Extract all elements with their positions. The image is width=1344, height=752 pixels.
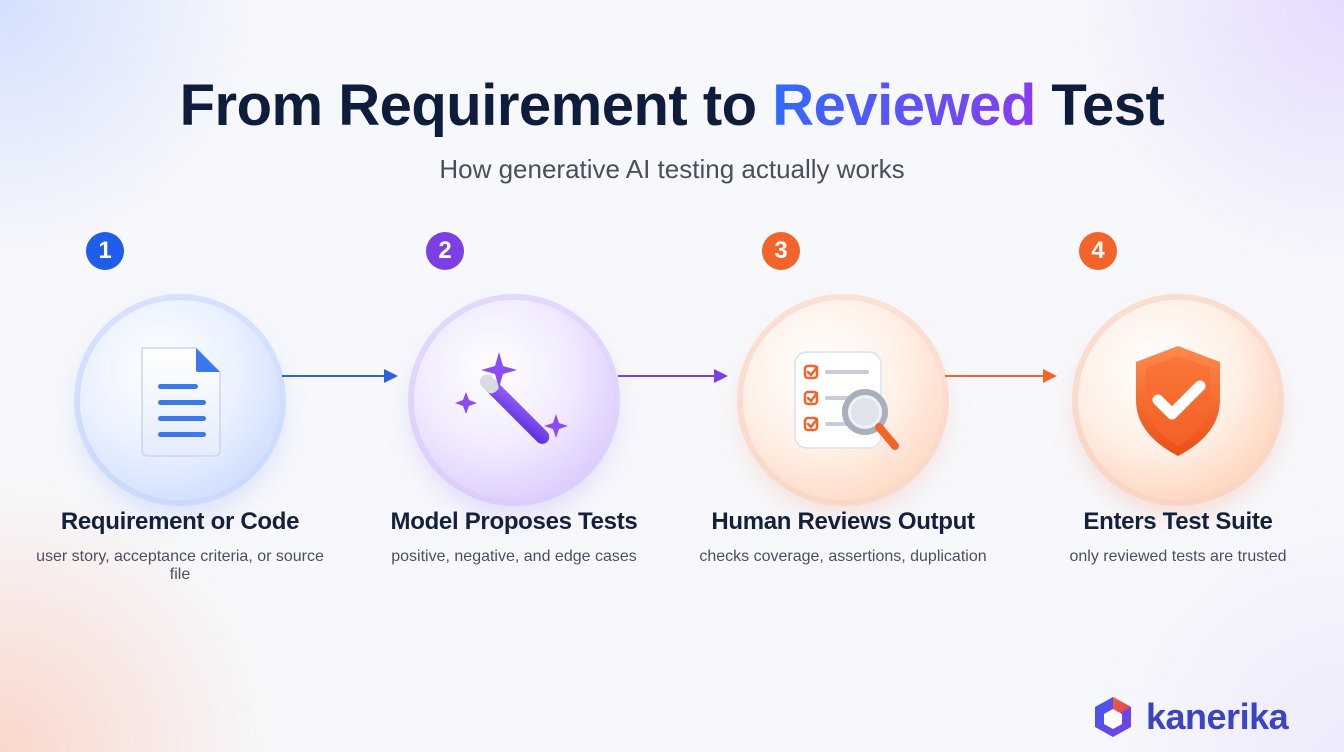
step-title: Model Proposes Tests xyxy=(390,508,638,535)
step-description: positive, negative, and edge cases xyxy=(391,548,637,565)
step-3-orb xyxy=(743,300,943,500)
arrow-right-icon xyxy=(282,369,398,383)
shield-check-icon xyxy=(1136,346,1220,456)
page-subtitle: How generative AI testing actually works xyxy=(439,154,905,184)
step-1-orb xyxy=(80,300,280,500)
step-description: only reviewed tests are trusted xyxy=(1069,548,1287,565)
step-4: 4 Enters Test Suite only reviewed tests … xyxy=(1028,232,1328,572)
step-3: 3 Human Reviews Output checks coverage, … xyxy=(693,232,993,572)
step-description: user story, acceptance criteria, or sour… xyxy=(36,548,324,583)
step-2: 2 Model Proposes Tests positive, negativ… xyxy=(364,232,664,572)
document-icon xyxy=(141,347,221,457)
step-title: Enters Test Suite xyxy=(1083,508,1273,535)
kanerika-logo-icon xyxy=(1095,697,1131,737)
brand-logo: kanerika xyxy=(1090,692,1289,742)
checklist-magnifier-icon xyxy=(794,351,899,450)
step-number-badge: 1 xyxy=(86,232,124,270)
step-2-orb xyxy=(414,300,614,500)
magic-wand-icon xyxy=(455,352,568,444)
arrow-right-icon xyxy=(945,369,1057,383)
title-highlight: Reviewed xyxy=(772,73,1036,138)
step-title: Human Reviews Output xyxy=(711,508,975,535)
brand-name: kanerika xyxy=(1146,696,1289,737)
step-number-badge: 3 xyxy=(762,232,800,270)
step-number-badge: 4 xyxy=(1079,232,1117,270)
page-title: From Requirement to Reviewed Test xyxy=(0,72,1344,139)
title-part-1: From Requirement to xyxy=(179,73,773,138)
step-1: 1 Requirement or Code user story, accept… xyxy=(30,232,330,583)
step-4-orb xyxy=(1078,300,1278,500)
title-part-2: Test xyxy=(1035,73,1165,138)
step-description: checks coverage, assertions, duplication xyxy=(699,548,987,565)
arrow-right-icon xyxy=(618,369,728,383)
step-number-badge: 2 xyxy=(426,232,464,270)
step-title: Requirement or Code xyxy=(60,508,300,535)
